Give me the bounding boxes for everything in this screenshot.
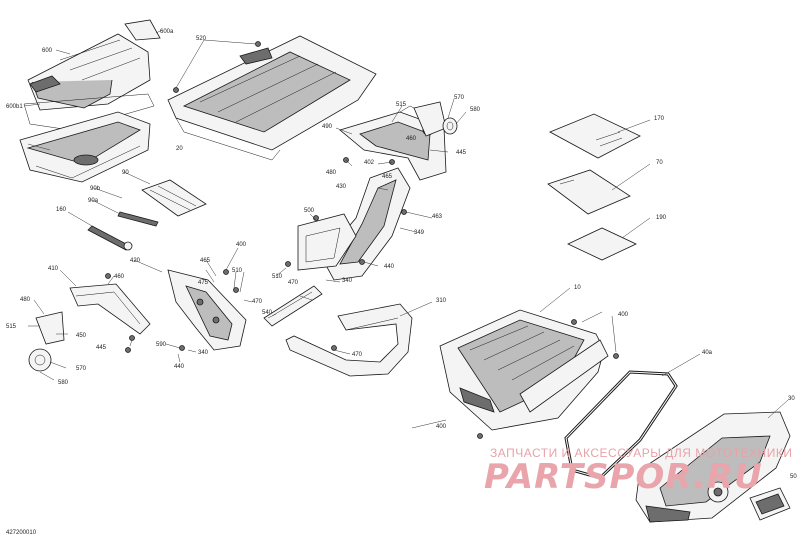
callout-label: 349 — [414, 230, 425, 236]
callout-label: 445 — [456, 150, 467, 156]
callout-label: 450 — [76, 333, 87, 339]
callout-label: 515 — [396, 102, 407, 108]
callout-label: 440 — [384, 264, 395, 270]
callout-label: 402 — [364, 160, 375, 166]
callout-label: 400 — [236, 242, 247, 248]
callout-label: 10 — [574, 285, 581, 291]
callout-label: 510 — [272, 274, 283, 280]
callout-label: 340 — [342, 278, 353, 284]
watermark-line1: ЗАПЧАСТИ И АКСЕССУАРЫ ДЛЯ МОТОТЕХНИКИ — [490, 446, 792, 460]
callout-label: 160 — [56, 207, 67, 213]
watermark-line2: PARTSPOR.RU — [484, 457, 763, 497]
callout-label: 460 — [114, 274, 125, 280]
bracket-part-410 — [28, 283, 151, 372]
callout-label: 460 — [406, 136, 417, 142]
callout-label: 20 — [176, 146, 183, 152]
callout-label: 30 — [788, 396, 795, 402]
callout-label: 90b — [90, 186, 101, 192]
frame-part-490 — [339, 101, 458, 181]
callout-label: 475 — [198, 280, 209, 286]
storage-box-part-10 — [439, 309, 609, 431]
storage-bin-assembly — [19, 19, 161, 183]
callout-label: 600a — [160, 29, 174, 35]
callout-label: 580 — [470, 107, 481, 113]
latch-part-50 — [749, 487, 791, 521]
callout-label: 470 — [352, 352, 363, 358]
callout-label: 445 — [96, 345, 107, 351]
leader-lines — [23, 29, 789, 429]
tool-kit-part-90 — [87, 179, 207, 251]
callout-label: 310 — [436, 298, 447, 304]
callout-label: 580 — [58, 380, 69, 386]
callout-label: 590 — [156, 342, 167, 348]
callout-label: 410 — [48, 266, 59, 272]
callout-label: 470 — [252, 299, 263, 305]
callout-label: 90 — [122, 170, 129, 176]
callout-label: 465 — [200, 258, 211, 264]
callout-label: 510 — [232, 268, 243, 274]
seal-part-40a — [564, 370, 678, 480]
callout-label: 570 — [76, 366, 87, 372]
handle-part-310 — [285, 303, 413, 377]
callout-label: 170 — [654, 116, 665, 122]
callout-label: 520 — [196, 36, 207, 42]
plate-part-540 — [263, 285, 323, 327]
callout-label: 340 — [198, 350, 209, 356]
callout-label: 540 — [262, 310, 273, 316]
callout-label: 190 — [656, 215, 667, 221]
callout-label: 50 — [790, 474, 797, 480]
manual-part-170 — [549, 113, 641, 159]
callout-label: 480 — [326, 170, 337, 176]
fasteners — [105, 41, 619, 439]
callout-label: 465 — [382, 174, 393, 180]
callout-label: 515 — [6, 324, 17, 330]
beam-part-430 — [297, 167, 411, 281]
lid-part-30 — [635, 411, 791, 523]
manual-part-70 — [547, 169, 631, 215]
callout-label: 70 — [656, 160, 663, 166]
callout-label: 40a — [702, 350, 713, 356]
tray-part-20 — [167, 35, 377, 161]
callout-label: 430 — [336, 184, 347, 190]
callout-label: 570 — [454, 95, 465, 101]
callout-label: 500 — [304, 208, 315, 214]
callout-label: 600 — [42, 48, 53, 54]
callout-label: 90a — [88, 198, 99, 204]
callout-label: 420 — [130, 258, 141, 264]
callout-label: 463 — [432, 214, 443, 220]
callout-labels: 600a 600 600b1 520 20 515 570 580 490 46… — [6, 29, 797, 480]
callout-label: 490 — [322, 124, 333, 130]
callout-label: 480 — [20, 297, 31, 303]
diagram-id: 427200010 — [6, 530, 37, 536]
callout-label: 400 — [618, 312, 629, 318]
callout-label: 470 — [288, 280, 299, 286]
callout-label: 440 — [174, 364, 185, 370]
bracket-part-420 — [167, 269, 247, 351]
callout-label: 400 — [436, 424, 447, 430]
callout-label: 600b1 — [6, 104, 23, 110]
manual-part-190 — [567, 227, 637, 261]
